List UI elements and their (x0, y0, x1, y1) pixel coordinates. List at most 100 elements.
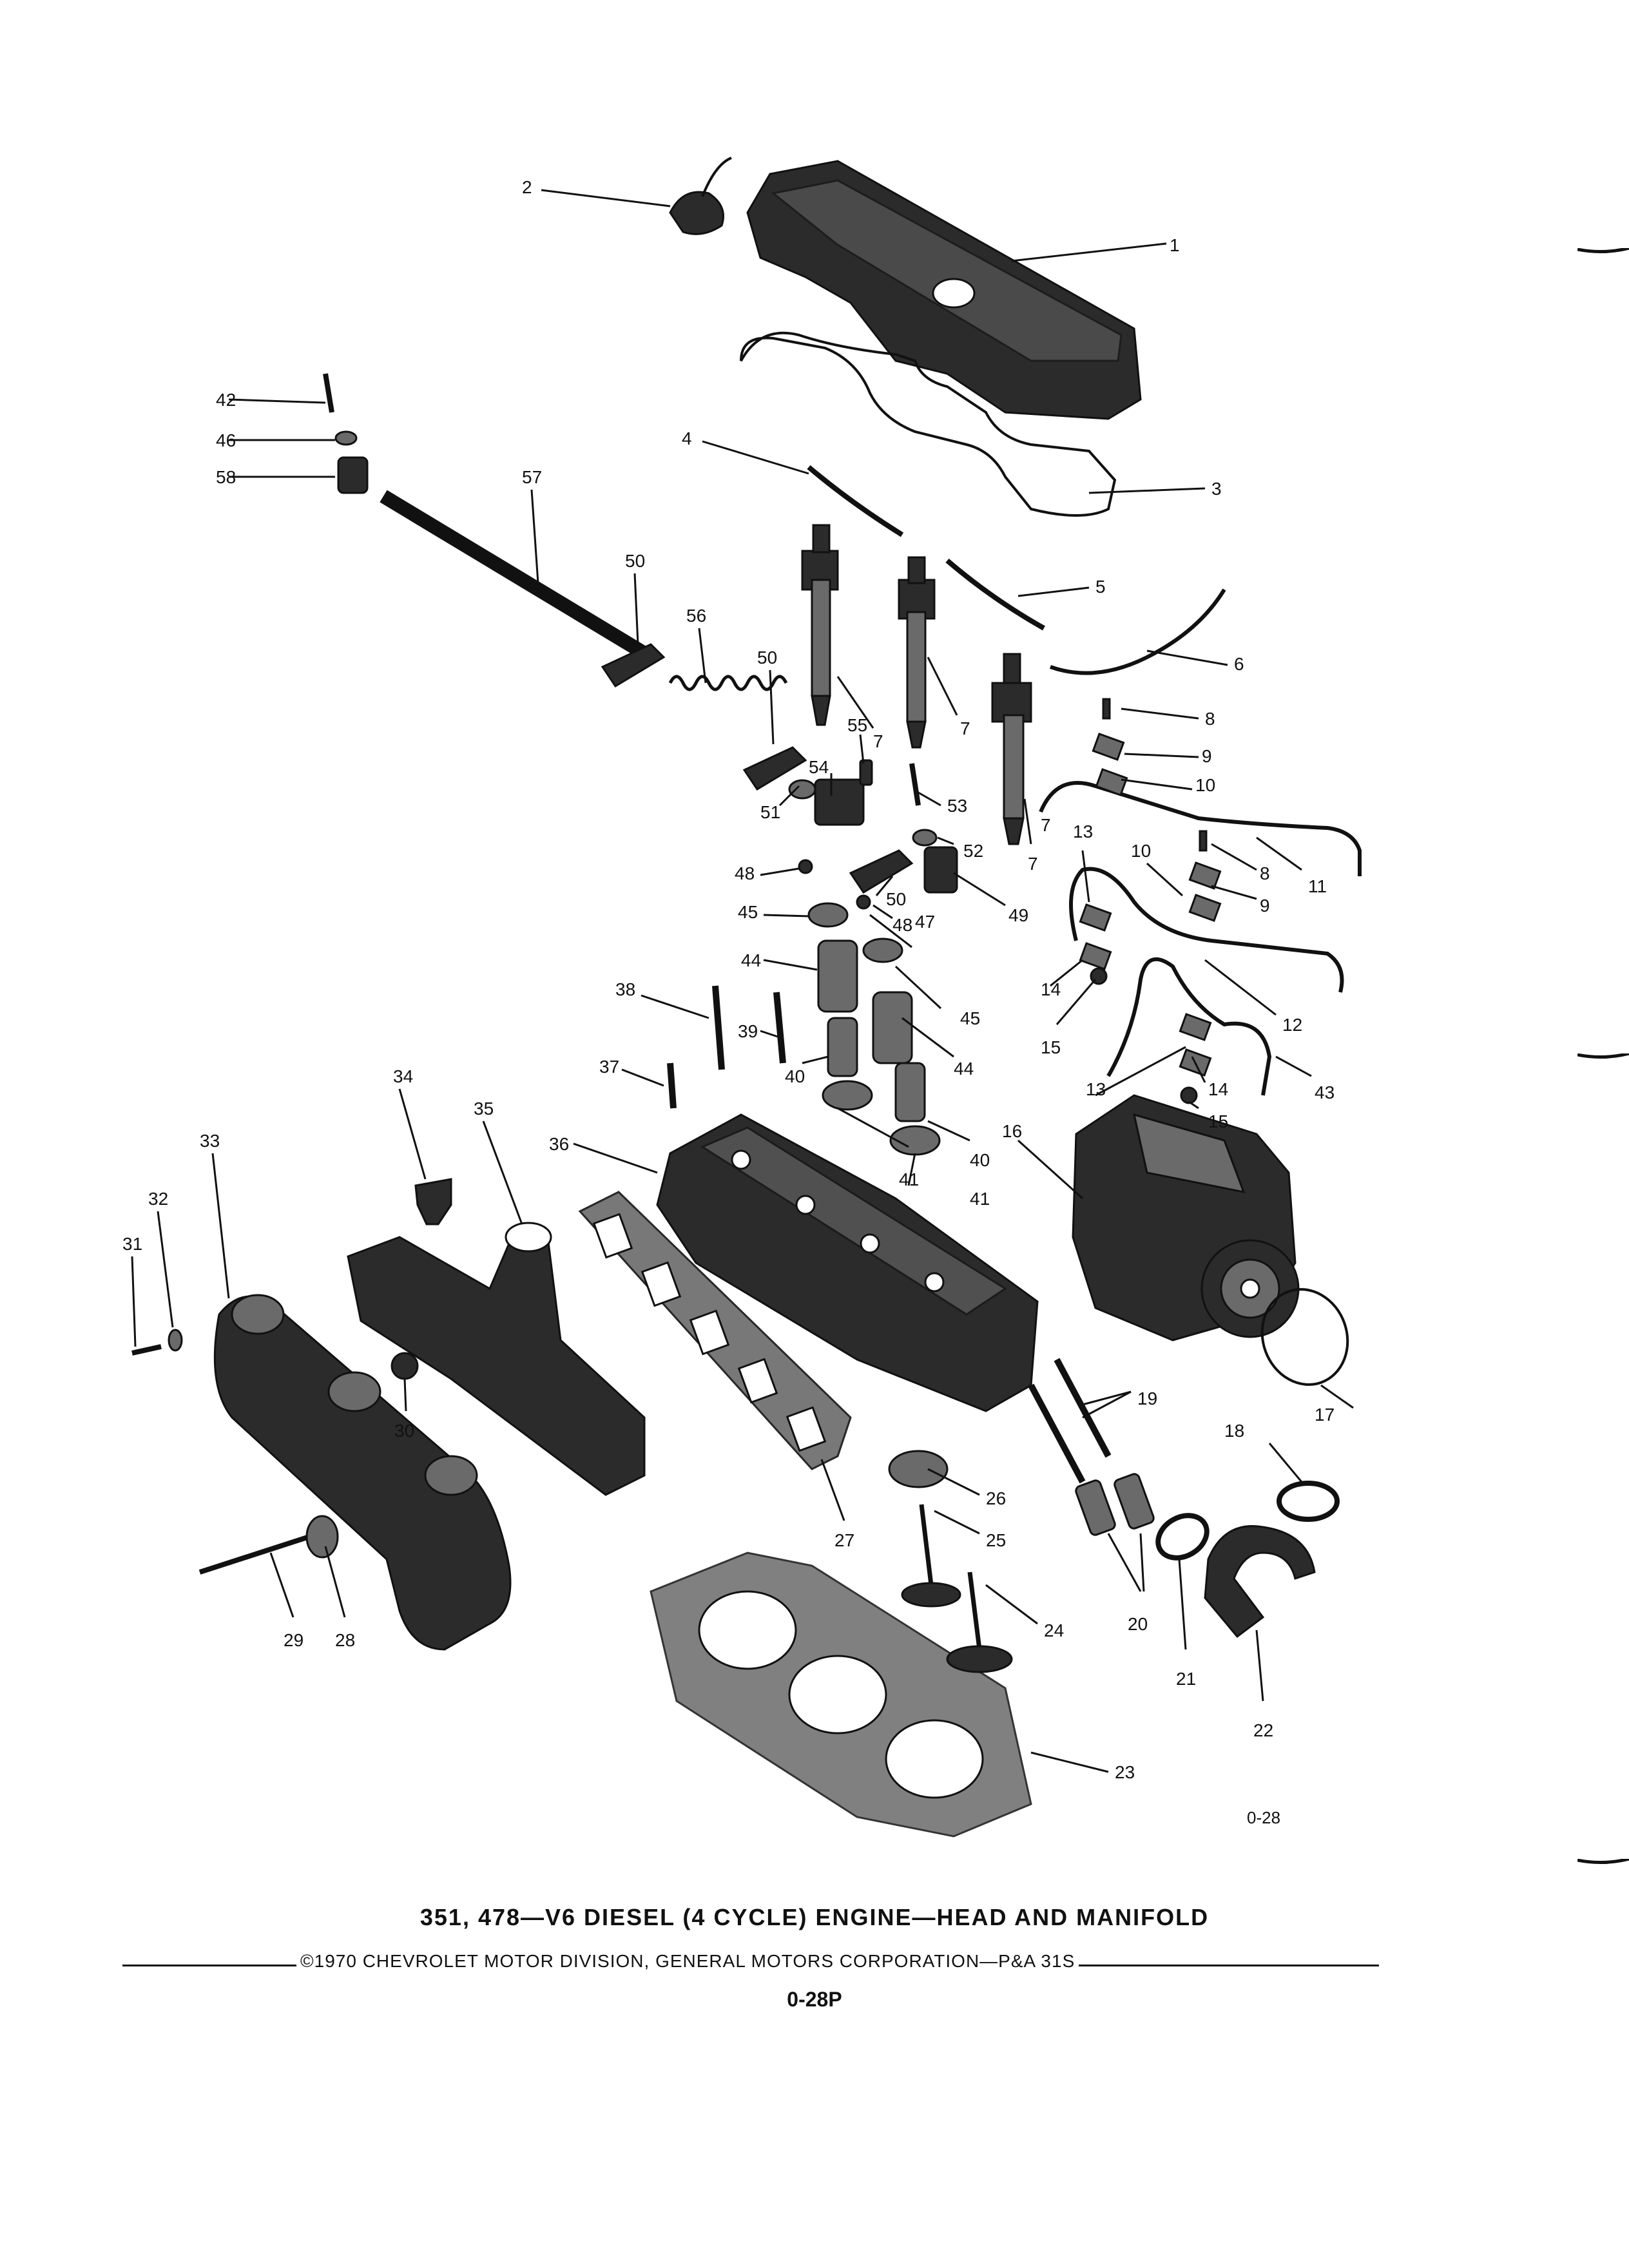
fuel-line-part (1039, 781, 1362, 876)
rocker-bracket-part (923, 846, 958, 894)
callout-label: 7 (960, 718, 970, 738)
callout-label: 41 (899, 1169, 919, 1189)
adjusting-screw-part (859, 759, 873, 786)
rule-left (122, 1965, 296, 1966)
callout-label: 9 (1202, 746, 1212, 766)
callout-label: 10 (1131, 841, 1151, 861)
scan-edge-mark (1577, 1053, 1629, 1059)
copyright-text: ©1970 CHEVROLET MOTOR DIVISION, GENERAL … (300, 1951, 1075, 1971)
callout-label: 1 (1170, 235, 1180, 255)
callout-label: 6 (1234, 654, 1244, 674)
valve-parts (901, 1504, 1013, 1673)
cylinder-head-part (656, 1113, 1039, 1412)
callout-label: 22 (1253, 1720, 1273, 1740)
valve-seat-part (888, 1450, 949, 1488)
scan-edge-mark (1577, 248, 1629, 254)
callout-label: 29 (284, 1630, 304, 1650)
callout-label: 48 (892, 915, 912, 935)
rocker-bracket-part (814, 778, 865, 826)
callout-label: 14 (1208, 1079, 1228, 1099)
fuel-line-part (1069, 867, 1344, 993)
tube-part (1049, 588, 1226, 675)
callout-label: 54 (809, 757, 829, 777)
callout-label: 16 (1002, 1121, 1022, 1141)
washer-part (912, 829, 938, 847)
callout-label: 4 (682, 428, 692, 448)
bolt-part (909, 763, 921, 806)
head-bolt-parts (667, 985, 786, 1109)
leader-lines (131, 189, 1354, 1773)
clamp-parts (1079, 698, 1222, 1104)
callout-label: 10 (1195, 775, 1215, 795)
seal-strip-part (807, 465, 904, 537)
hose-part (1204, 1525, 1316, 1639)
callout-label: 18 (1224, 1421, 1244, 1441)
rocker-arm-part (849, 849, 914, 894)
injector-part (801, 524, 839, 726)
callout-label: 5 (1095, 577, 1106, 597)
copyright-line: ©1970 CHEVROLET MOTOR DIVISION, GENERAL … (122, 1946, 1379, 1972)
scan-edge-mark (1577, 1859, 1629, 1865)
callout-label: 38 (615, 979, 635, 999)
callout-label: 23 (1115, 1762, 1135, 1782)
pushrod-parts (1028, 1358, 1112, 1484)
callout-label: 28 (335, 1630, 355, 1650)
callout-label: 30 (394, 1421, 414, 1441)
rocker-cover-gasket-part (740, 331, 1117, 517)
spring-cap-part (862, 937, 903, 963)
callout-label: 13 (1073, 822, 1093, 841)
injection-pump-part (1072, 1094, 1300, 1341)
callout-label: 32 (148, 1189, 168, 1209)
callout-label: 7 (1041, 815, 1051, 835)
callout-label: 3 (1211, 479, 1222, 499)
callout-label: 39 (738, 1021, 758, 1041)
rocker-shaft-part (380, 490, 655, 664)
callout-label: 27 (834, 1530, 854, 1550)
valve-key-part (798, 859, 813, 874)
callout-label: 11 (1308, 876, 1327, 896)
figure-title: 351, 478—V6 DIESEL (4 CYCLE) ENGINE—HEAD… (419, 1904, 1210, 1930)
exhaust-manifold-part (347, 1222, 646, 1496)
callout-label: 44 (741, 950, 761, 970)
callout-label: 24 (1044, 1620, 1064, 1640)
injector-part (991, 653, 1032, 845)
callout-label: 19 (1137, 1389, 1157, 1408)
callout-label: 36 (549, 1134, 569, 1154)
callout-label: 51 (760, 802, 780, 822)
exhaust-manifold-part (213, 1294, 512, 1651)
callout-label: 50 (757, 648, 777, 668)
callout-label: 7 (1028, 854, 1038, 874)
rocker-cover-part (746, 160, 1142, 420)
stud-part (198, 1534, 311, 1575)
callout-label: 8 (1205, 709, 1215, 729)
lifter-parts (1075, 1473, 1155, 1536)
bolt-part (323, 373, 334, 413)
rule-right (1079, 1965, 1379, 1966)
valve-spring-parts (817, 939, 926, 1122)
callout-label: 34 (393, 1066, 413, 1086)
callout-label: 15 (1041, 1037, 1061, 1057)
callout-label: 55 (847, 715, 867, 735)
callout-label: 57 (522, 467, 542, 487)
seal-strip-part (945, 558, 1045, 631)
spring-cap-part (807, 902, 849, 928)
callout-label: 14 (1041, 979, 1061, 999)
callout-label: 37 (599, 1057, 619, 1077)
callout-label: 49 (1008, 905, 1028, 925)
callout-label: 17 (1315, 1405, 1335, 1425)
callout-label: 50 (886, 889, 906, 909)
callout-label: 53 (947, 796, 967, 816)
washer-part (788, 779, 816, 800)
callout-label: 8 (1260, 863, 1270, 883)
callout-label: 43 (1315, 1082, 1335, 1102)
callout-label: 58 (216, 467, 236, 487)
hose-clamp-part (1277, 1481, 1340, 1522)
callout-label: 41 (970, 1189, 990, 1209)
callout-label: 47 (915, 912, 935, 932)
callout-label: 46 (216, 430, 236, 450)
callout-label: 25 (986, 1530, 1006, 1550)
hose-clamp-part (1155, 1513, 1210, 1561)
thermostat-part (414, 1178, 452, 1225)
figure-code: 0-28 (1247, 1808, 1280, 1827)
